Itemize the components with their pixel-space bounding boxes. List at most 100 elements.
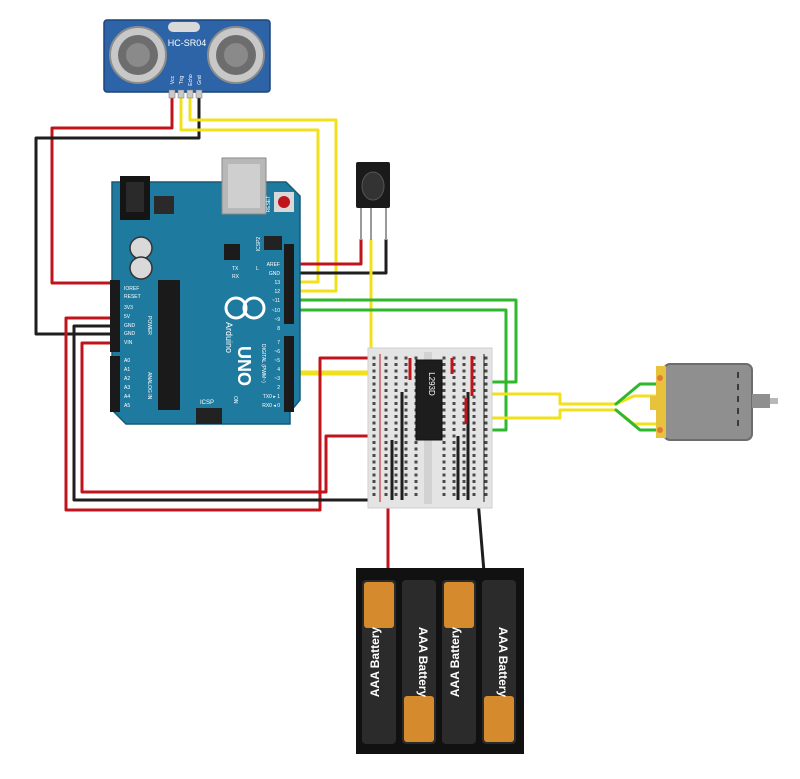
svg-text:Arduino: Arduino	[224, 322, 234, 353]
breadboard-hole	[394, 460, 398, 464]
sensor-model-label: HC-SR04	[168, 38, 207, 48]
breadboard-hole	[452, 467, 456, 470]
breadboard-hole	[442, 434, 446, 438]
breadboard-hole	[472, 395, 476, 399]
svg-text:~10: ~10	[272, 308, 281, 314]
breadboard-hole	[452, 402, 456, 405]
breadboard-hole	[452, 454, 456, 457]
breadboard-hole	[384, 415, 388, 418]
breadboard-hole	[442, 447, 446, 451]
svg-text:A4: A4	[124, 394, 130, 400]
breadboard-hole	[372, 441, 376, 444]
wire-sensor-gnd	[34, 94, 201, 336]
svg-text:~3: ~3	[274, 376, 280, 382]
breadboard-hole	[472, 460, 476, 464]
breadboard-hole	[472, 480, 476, 483]
breadboard-hole	[484, 376, 488, 379]
sensor-pin-labels: Vcc Trig Echo Gnd	[170, 74, 203, 86]
breadboard-hole	[462, 454, 466, 457]
wire-sensor-echo	[188, 94, 338, 293]
wire-5v-bb	[64, 316, 406, 512]
breadboard-hole	[442, 473, 446, 477]
svg-text:A3: A3	[124, 385, 130, 391]
voltage-regulator	[154, 196, 174, 214]
wire-ir-gnd	[284, 238, 388, 275]
breadboard-hole	[484, 441, 488, 444]
battery-cell: AAA Battery	[442, 580, 476, 744]
breadboard-hole	[462, 486, 466, 490]
breadboard-hole	[404, 447, 408, 451]
breadboard-hole	[442, 356, 446, 360]
breadboard-hole	[404, 493, 408, 496]
breadboard-hole	[472, 454, 476, 457]
breadboard-hole	[452, 376, 456, 379]
breadboard-hole	[394, 493, 398, 496]
breadboard-hole	[472, 402, 476, 405]
breadboard-hole	[484, 447, 488, 451]
breadboard-hole	[394, 447, 398, 451]
wire-sensor-vcc	[50, 94, 174, 285]
wires	[34, 94, 660, 574]
breadboard-hole	[372, 480, 376, 483]
breadboard-hole	[472, 428, 476, 431]
breadboard-hole	[452, 363, 456, 366]
breadboard-hole	[452, 434, 456, 438]
breadboard-hole	[462, 460, 466, 464]
breadboard-hole	[372, 493, 376, 496]
breadboard-hole	[384, 402, 388, 405]
battery-cell-label: AAA Battery	[448, 627, 462, 698]
transducer-left	[109, 26, 167, 84]
svg-text:A5: A5	[124, 403, 130, 409]
breadboard-hole	[372, 460, 376, 464]
svg-text:Echo: Echo	[188, 74, 194, 86]
svg-text:L: L	[256, 266, 259, 272]
svg-text:~6: ~6	[274, 349, 280, 355]
breadboard-hole	[462, 493, 466, 496]
breadboard-hole	[372, 363, 376, 366]
breadboard-hole	[414, 480, 418, 483]
breadboard-hole	[452, 473, 456, 477]
breadboard-hole	[442, 460, 446, 464]
battery-cell-label: AAA Battery	[368, 627, 382, 698]
breadboard-hole	[394, 389, 398, 392]
breadboard-hole	[404, 460, 408, 464]
breadboard-hole	[372, 428, 376, 431]
breadboard-hole	[462, 447, 466, 451]
breadboard-hole	[414, 493, 418, 496]
breadboard-hole	[394, 454, 398, 457]
breadboard-hole	[404, 356, 408, 360]
breadboard-hole	[394, 356, 398, 360]
svg-text:ICSP: ICSP	[200, 400, 214, 406]
digital-header-bottom: DIGITAL (PWM~) 7 ~6 ~5 4 ~3 2 TX0 ▸ 1 RX…	[260, 336, 294, 412]
svg-text:ICSP2: ICSP2	[256, 237, 262, 252]
breadboard-hole	[384, 434, 388, 438]
breadboard-hole	[394, 369, 398, 373]
breadboard-hole	[414, 447, 418, 451]
sensor-pins	[168, 89, 203, 99]
breadboard-hole	[394, 473, 398, 477]
breadboard-hole	[404, 421, 408, 425]
breadboard-hole	[372, 369, 376, 373]
ir-receiver	[356, 162, 390, 240]
breadboard-hole	[372, 467, 376, 470]
svg-text:5V: 5V	[124, 314, 131, 320]
breadboard-hole	[452, 428, 456, 431]
breadboard-hole	[462, 408, 466, 412]
breadboard-hole	[394, 382, 398, 386]
svg-text:12: 12	[274, 289, 280, 295]
breadboard-hole	[452, 389, 456, 392]
breadboard-hole	[442, 428, 446, 431]
breadboard-hole	[442, 441, 446, 444]
breadboard-hole	[484, 363, 488, 366]
breadboard-hole	[484, 493, 488, 496]
breadboard-hole	[372, 415, 376, 418]
breadboard-hole	[484, 434, 488, 438]
battery-cell-label: AAA Battery	[496, 627, 510, 698]
svg-text:RX0 ◂ 0: RX0 ◂ 0	[262, 403, 280, 409]
breadboard-hole	[384, 408, 388, 412]
breadboard-hole	[372, 408, 376, 412]
breadboard-hole	[462, 369, 466, 373]
breadboard-hole	[372, 486, 376, 490]
breadboard-hole	[372, 447, 376, 451]
breadboard-hole	[462, 441, 466, 444]
